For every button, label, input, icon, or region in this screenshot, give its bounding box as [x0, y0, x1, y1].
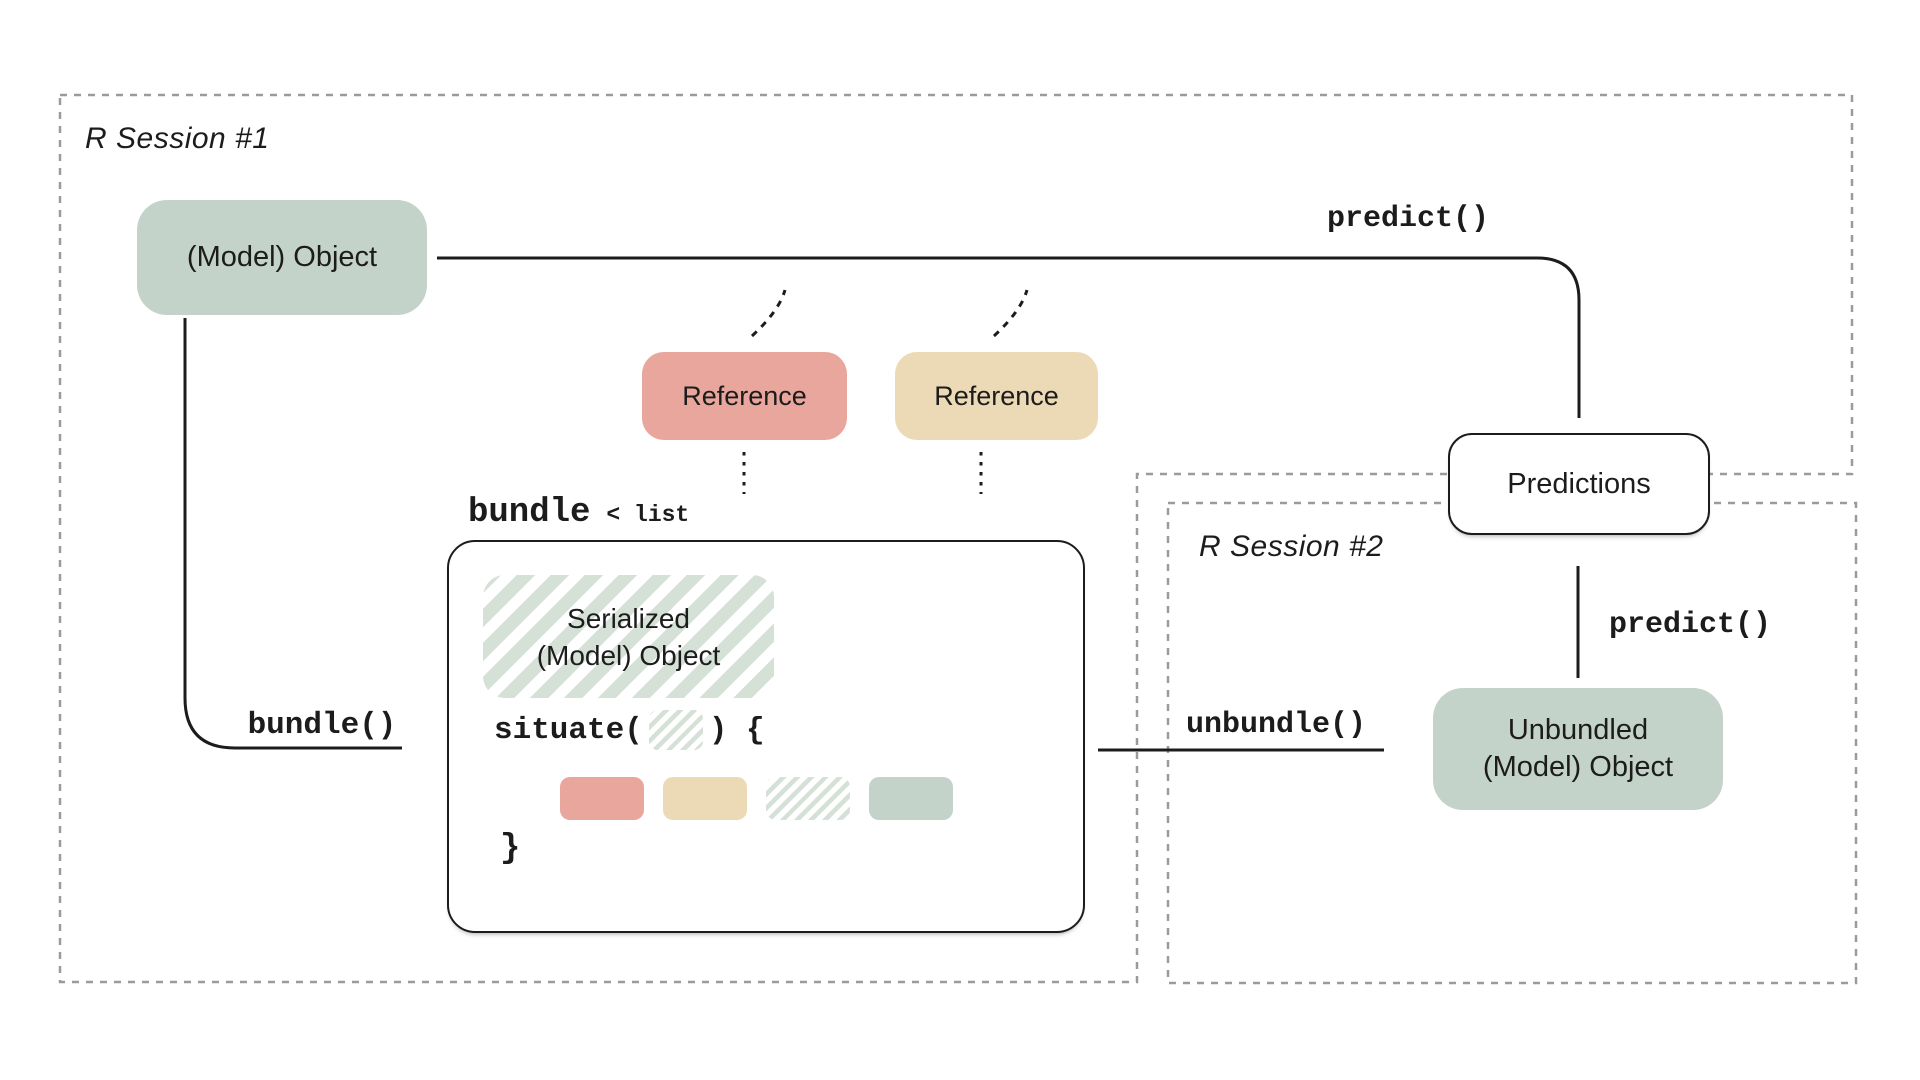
session1-label: R Session #1	[85, 122, 270, 155]
situate-close-text: ) {	[708, 712, 765, 748]
reference-red-label: Reference	[682, 380, 807, 411]
bundle-variable-header: bundle < list	[468, 494, 689, 532]
bundle-box: Serialized (Model) Object situate( ) { }	[447, 540, 1085, 933]
situate-code-line: situate( ) {	[494, 710, 765, 750]
bundle-variable-name: bundle	[468, 494, 591, 532]
model-object-node: (Model) Object	[137, 200, 427, 315]
situate-open-text: situate(	[494, 712, 643, 748]
model-object-label: (Model) Object	[186, 241, 378, 273]
predict-top-label: predict()	[1326, 202, 1490, 236]
bundle-arrow	[183, 318, 402, 750]
chip-green	[869, 777, 953, 820]
reference-tan-label: Reference	[934, 380, 1059, 411]
reference-red-node: Reference	[642, 352, 847, 440]
bundle-contents-row	[560, 777, 953, 820]
reference-tan-up-arrow	[992, 289, 1029, 338]
unbundle-fn-label: unbundle()	[1185, 708, 1367, 742]
session1-dashed-border	[58, 93, 1854, 984]
predict-arrow	[437, 256, 1581, 418]
predictions-node: Predictions	[1448, 433, 1710, 535]
session2-label: R Session #2	[1199, 530, 1384, 563]
serialized-model-object-label: Serialized (Model) Object	[536, 602, 721, 671]
predict-right-label: predict()	[1608, 608, 1772, 642]
predictions-label: Predictions	[1507, 467, 1651, 500]
chip-tan	[663, 777, 747, 820]
situate-striped-chip	[648, 710, 703, 750]
reference-tan-node: Reference	[895, 352, 1098, 440]
closing-brace-text: }	[500, 830, 521, 868]
chip-red	[560, 777, 644, 820]
session2-dashed-border	[1166, 501, 1858, 985]
bundle-fn-label: bundle()	[247, 708, 397, 743]
bundle-variable-type: < list	[606, 502, 690, 528]
serialized-model-object-node: Serialized (Model) Object	[483, 575, 774, 698]
unbundled-model-object-node: Unbundled (Model) Object	[1433, 688, 1723, 810]
unbundled-model-object-label: Unbundled (Model) Object	[1482, 714, 1674, 783]
chip-striped	[766, 777, 850, 820]
reference-red-up-arrow	[750, 289, 787, 338]
